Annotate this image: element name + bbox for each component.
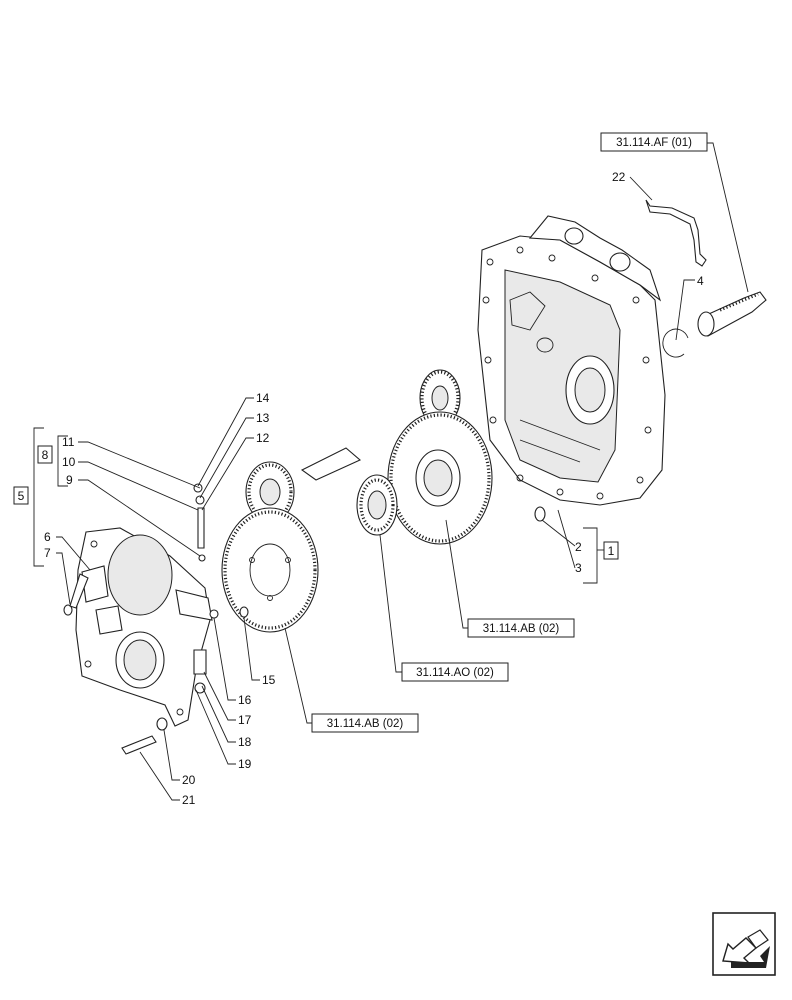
callout-8: 8 [42, 448, 49, 462]
callout-10: 10 [62, 455, 76, 469]
svg-text:31.114.AO (02): 31.114.AO (02) [416, 667, 494, 679]
callout-5: 5 [18, 489, 25, 503]
svg-text:31.114.AB (02): 31.114.AB (02) [483, 623, 560, 635]
ref-ab02-lower[interactable]: 31.114.AB (02) [311, 713, 419, 733]
callout-15: 15 [262, 673, 276, 687]
coupling-sleeve [300, 447, 398, 536]
callout-box-5 [13, 486, 29, 505]
callout-2: 2 [575, 540, 582, 554]
next-page-arrow-icon[interactable] [712, 912, 776, 976]
ref-ao02[interactable]: 31.114.AO (02) [401, 662, 509, 682]
callout-12: 12 [256, 431, 270, 445]
callout-19: 19 [238, 757, 252, 771]
callout-box-1 [603, 541, 619, 560]
callout-labels: 22 4 1 2 3 14 13 12 15 16 17 18 19 20 21… [13, 170, 704, 807]
callout-22: 22 [612, 170, 626, 184]
callout-17: 17 [238, 713, 252, 727]
callout-1: 1 [608, 544, 615, 558]
circlip-4 [662, 328, 689, 358]
callout-4: 4 [697, 274, 704, 288]
callout-7: 7 [44, 546, 51, 560]
large-gear-ab-2 [221, 507, 319, 633]
callout-14: 14 [256, 391, 270, 405]
ref-af01[interactable]: 31.114.AF (01) [600, 132, 708, 152]
gear-upper-left [245, 461, 295, 523]
callout-21: 21 [182, 793, 196, 807]
callout-3: 3 [575, 561, 582, 575]
pto-shaft [697, 291, 767, 337]
leader-lines [33, 142, 749, 801]
callout-18: 18 [238, 735, 252, 749]
bracket-22 [645, 199, 707, 267]
callout-6: 6 [44, 530, 51, 544]
front-cover [75, 527, 213, 727]
svg-text:31.114.AB (02): 31.114.AB (02) [327, 718, 404, 730]
callout-20: 20 [182, 773, 196, 787]
callout-13: 13 [256, 411, 270, 425]
callout-box-8 [37, 445, 53, 464]
gear-housing [477, 215, 666, 506]
callout-11: 11 [62, 435, 75, 449]
svg-text:31.114.AF (01): 31.114.AF (01) [616, 137, 692, 149]
callout-9: 9 [66, 473, 73, 487]
ref-ab02-upper[interactable]: 31.114.AB (02) [467, 618, 575, 638]
large-gear-ab [387, 411, 493, 545]
plug-2 [534, 506, 546, 522]
callout-16: 16 [238, 693, 252, 707]
